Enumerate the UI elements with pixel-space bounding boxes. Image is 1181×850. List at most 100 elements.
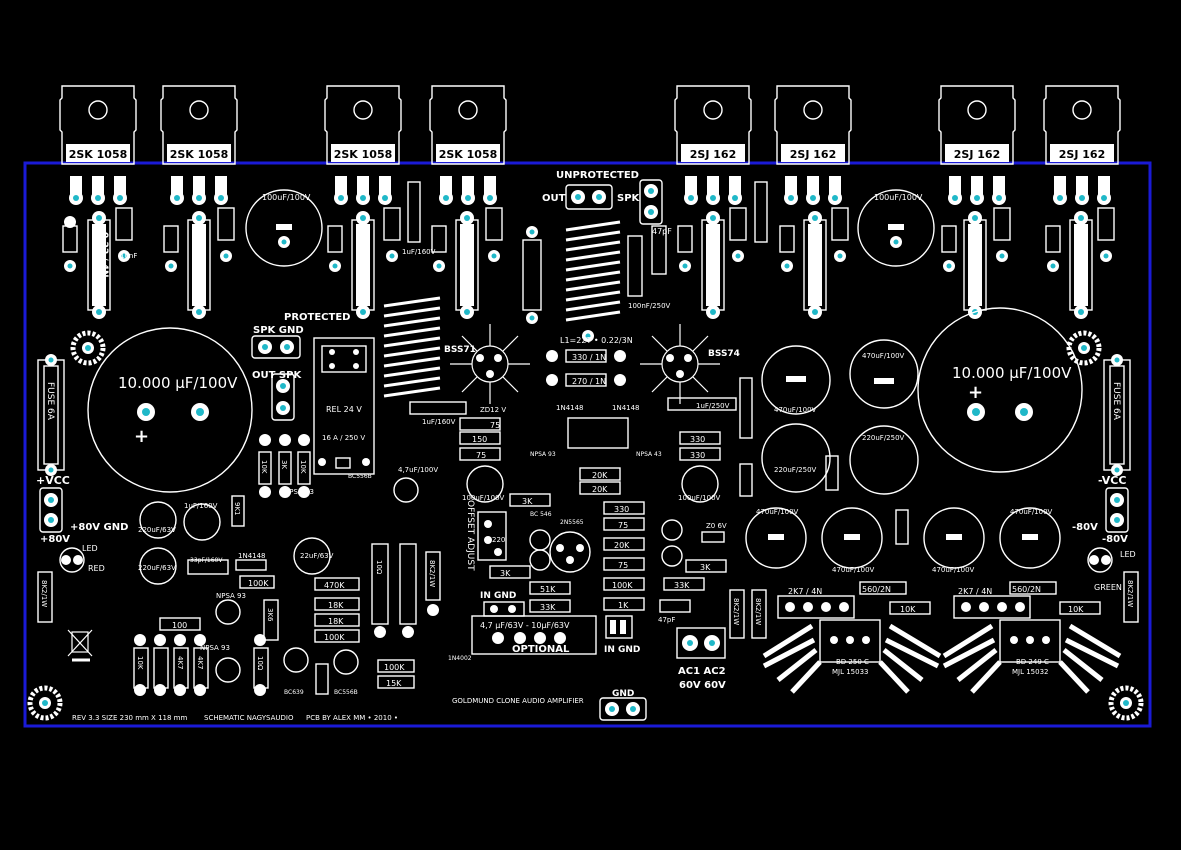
svg-text:BC556B: BC556B (348, 473, 372, 480)
svg-text:3K: 3K (700, 563, 711, 572)
lower-left-components: 100 NPSA 93 NPSA 93 10K 4K7 4K7 10Ω 3K6 … (133, 592, 472, 696)
offset-adjust: 220 OFFSET ADJUST (465, 500, 507, 571)
svg-text:BC639: BC639 (284, 689, 304, 696)
in-gnd-terminal-b (605, 615, 633, 639)
board-schematic: SCHEMATIC NAGYSAUDIO (204, 714, 294, 722)
fuse-left: FUSE 6A (37, 354, 65, 476)
svg-text:3K6: 3K6 (266, 608, 274, 622)
transistor-label: 2SK 1058 (439, 148, 498, 161)
transistor-label: 2SK 1058 (334, 148, 393, 161)
svg-text:3K: 3K (522, 497, 533, 506)
driver-left: BD 250 C MJL 15033 (762, 595, 942, 694)
cap-100n-label: 100nF/250V (628, 302, 671, 310)
svg-text:75: 75 (618, 521, 628, 530)
svg-text:18K: 18K (328, 601, 344, 610)
svg-text:150: 150 (472, 435, 487, 444)
svg-text:0.22 / 4N: 0.22 / 4N (99, 232, 109, 278)
svg-text:75: 75 (476, 451, 486, 460)
red-label: RED (88, 564, 105, 573)
spk-gnd-label: SPK GND (253, 325, 304, 336)
in-gnd-a: IN GND (480, 591, 516, 601)
svg-text:560/2N: 560/2N (1012, 585, 1041, 594)
svg-text:NPSA 93: NPSA 93 (216, 592, 246, 600)
mounting-holes (27, 330, 1144, 721)
emitter-resistors-left: 0.22 / 4N 10nF 100uF/100V 1uF/160V (62, 181, 503, 319)
vcc-pos-label: +VCC (36, 474, 70, 487)
svg-text:NPSA 93: NPSA 93 (200, 644, 230, 652)
svg-text:470uF/100V: 470uF/100V (756, 508, 799, 516)
svg-text:18K: 18K (328, 617, 344, 626)
board-outline (23, 161, 1152, 728)
board-credit: PCB BY ALEX MM • 2010 • (306, 714, 398, 722)
svg-text:8K2/1W: 8K2/1W (754, 598, 762, 625)
svg-text:3K: 3K (500, 569, 511, 578)
svg-text:100: 100 (172, 621, 187, 630)
optional-label: OPTIONAL (512, 644, 570, 655)
transistor-q2: 2SK 1058 (160, 85, 238, 205)
svg-text:3K: 3K (280, 460, 288, 469)
transistor-label: 2SJ 162 (1059, 148, 1105, 161)
svg-text:BC556B: BC556B (334, 689, 358, 696)
svg-text:330: 330 (690, 451, 705, 460)
svg-text:75: 75 (490, 421, 500, 430)
transistor-label: 2SK 1058 (69, 148, 128, 161)
svg-text:10K: 10K (1068, 605, 1084, 614)
fuse-right-label: FUSE 6A (1111, 382, 1121, 421)
svg-text:10Ω: 10Ω (256, 656, 264, 671)
weee-bin-icon (67, 629, 93, 662)
svg-text:100K: 100K (248, 579, 269, 588)
out-spk-label: OUT SPK (252, 370, 302, 381)
out-label: OUT (542, 193, 566, 204)
svg-text:1uF/250V: 1uF/250V (696, 402, 730, 410)
svg-text:100K: 100K (384, 663, 405, 672)
svg-text:8K2/1W: 8K2/1W (732, 598, 740, 625)
relay-rating: 16 A / 250 V (322, 434, 365, 442)
relay: REL 24 V 16 A / 250 V (313, 337, 375, 475)
relay-label: REL 24 V (326, 405, 362, 414)
transistor-q7: 2SJ 162 (938, 85, 1016, 205)
svg-text:MJL 15032: MJL 15032 (1012, 668, 1049, 676)
svg-text:470uF/100V: 470uF/100V (774, 406, 817, 414)
gnd-terminal (599, 697, 647, 721)
left-lower-caps: 220uF/63V 220uF/63V 1uF/160V 33pF/160V 1… (138, 501, 334, 589)
bss-left-label: BSS71 (444, 345, 476, 355)
svg-text:20K: 20K (592, 485, 608, 494)
led-right: LED GREEN (1087, 547, 1136, 592)
optional-block: 4,7 µF/63V - 10µF/63V OPTIONAL (471, 615, 597, 655)
svg-text:560/2N: 560/2N (862, 585, 891, 594)
svg-text:8K2/1W: 8K2/1W (1126, 580, 1134, 607)
svg-text:NPSA 43: NPSA 43 (636, 451, 662, 458)
svg-text:100K: 100K (324, 633, 345, 642)
svg-text:20K: 20K (592, 471, 608, 480)
svg-text:10nF: 10nF (120, 252, 137, 260)
svg-text:1N4148: 1N4148 (556, 404, 584, 412)
transistor-label: 2SJ 162 (690, 148, 736, 161)
svg-text:NPSA 93: NPSA 93 (530, 451, 556, 458)
svg-text:100uF/100V: 100uF/100V (462, 494, 505, 502)
svg-text:1uF/160V: 1uF/160V (402, 248, 436, 256)
minus80-label: -80V (1072, 522, 1098, 533)
ac-terminal (676, 627, 726, 659)
svg-text:10K: 10K (136, 656, 144, 670)
unprotected-terminal (565, 179, 663, 225)
green-label: GREEN (1094, 583, 1122, 592)
transistor-q6: 2SJ 162 (774, 85, 852, 205)
spk-gnd-terminal (251, 335, 301, 359)
main-cap-left: 10.000 µF/100V + (87, 327, 253, 493)
svg-text:470uF/100V: 470uF/100V (1010, 508, 1053, 516)
led-left: LED RED (59, 544, 105, 573)
ac-label: AC1 AC2 (678, 666, 726, 677)
svg-text:470uF/100V: 470uF/100V (932, 566, 975, 574)
transistor-label: 2SJ 162 (790, 148, 836, 161)
svg-text:330: 330 (614, 505, 629, 514)
svg-text:470uF/100V: 470uF/100V (832, 566, 875, 574)
svg-text:NPSA 43: NPSA 43 (284, 488, 314, 496)
svg-text:10K: 10K (900, 605, 916, 614)
svg-text:ZD12 V: ZD12 V (480, 406, 506, 414)
spk-label: SPK (617, 193, 641, 204)
svg-text:1N4148: 1N4148 (238, 552, 266, 560)
svg-text:33K: 33K (540, 603, 556, 612)
plus80-gnd-label: +80V GND (70, 522, 128, 533)
svg-text:220uF/63V: 220uF/63V (138, 526, 176, 534)
svg-text:470uF/100V: 470uF/100V (862, 352, 905, 360)
